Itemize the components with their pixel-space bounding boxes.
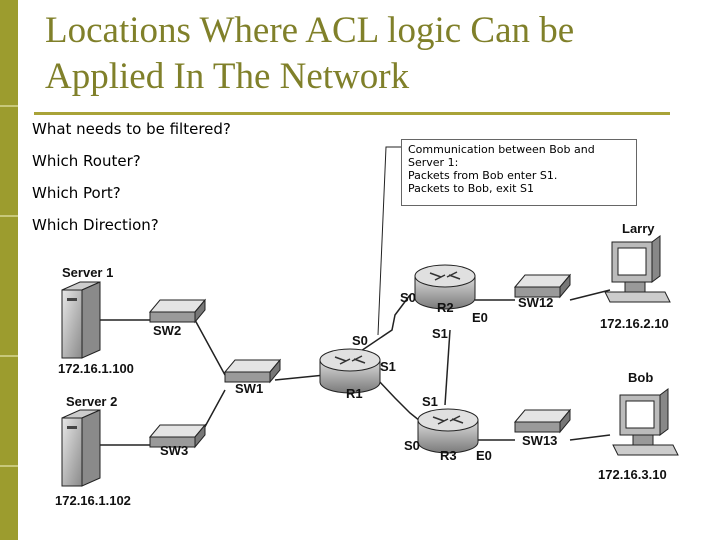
sw3-label: SW3 bbox=[160, 443, 188, 458]
title-line-2: Applied In The Network bbox=[45, 56, 410, 97]
switch-sw3 bbox=[148, 423, 207, 449]
r2-e0-label: E0 bbox=[472, 310, 488, 325]
title-line-1: Locations Where ACL logic Can be bbox=[45, 10, 575, 51]
server-2-label: Server 2 bbox=[66, 394, 117, 409]
callout-line-4: Packets to Bob, exit S1 bbox=[408, 182, 534, 195]
network-links bbox=[95, 289, 611, 446]
callout-line-1: Communication between Bob and bbox=[408, 143, 595, 156]
left-accent-bar bbox=[0, 0, 18, 540]
r2-label: R2 bbox=[437, 300, 454, 315]
title-underline bbox=[34, 112, 670, 115]
pc-larry bbox=[604, 235, 671, 303]
r3-s1-label: S1 bbox=[422, 394, 438, 409]
slide-title: Locations Where ACL logic Can be Applied… bbox=[45, 8, 685, 100]
switch-sw1 bbox=[223, 358, 282, 384]
pc-bob bbox=[612, 388, 679, 456]
r2-s0-label: S0 bbox=[400, 290, 416, 305]
server-1-ip: 172.16.1.100 bbox=[58, 361, 134, 376]
question-port: Which Port? bbox=[32, 184, 121, 202]
question-direction: Which Direction? bbox=[32, 216, 159, 234]
sw1-label: SW1 bbox=[235, 381, 263, 396]
switch-sw13 bbox=[513, 408, 572, 434]
callout-pointer bbox=[377, 146, 401, 336]
sw2-label: SW2 bbox=[153, 323, 181, 338]
switch-sw2 bbox=[148, 298, 207, 324]
server-2-ip: 172.16.1.102 bbox=[55, 493, 131, 508]
sw13-label: SW13 bbox=[522, 433, 557, 448]
r3-label: R3 bbox=[440, 448, 457, 463]
callout-line-2: Server 1: bbox=[408, 156, 459, 169]
r3-e0-label: E0 bbox=[476, 448, 492, 463]
server-1 bbox=[61, 281, 101, 359]
router-r2 bbox=[414, 264, 476, 310]
bob-label: Bob bbox=[628, 370, 653, 385]
router-r1 bbox=[319, 348, 381, 394]
question-filter: What needs to be filtered? bbox=[32, 120, 231, 138]
larry-label: Larry bbox=[622, 221, 655, 236]
r1-s0-label: S0 bbox=[352, 333, 368, 348]
bob-ip: 172.16.3.10 bbox=[598, 467, 667, 482]
callout-line-3: Packets from Bob enter S1. bbox=[408, 169, 558, 182]
router-r3 bbox=[417, 408, 479, 454]
server-2 bbox=[61, 409, 101, 487]
callout-box: Communication between Bob and Server 1: … bbox=[401, 139, 637, 206]
r1-label: R1 bbox=[346, 386, 363, 401]
sw12-label: SW12 bbox=[518, 295, 553, 310]
r1-s1-label: S1 bbox=[380, 359, 396, 374]
r2-s1-label: S1 bbox=[432, 326, 448, 341]
larry-ip: 172.16.2.10 bbox=[600, 316, 669, 331]
server-1-label: Server 1 bbox=[62, 265, 113, 280]
r3-s0-label: S0 bbox=[404, 438, 420, 453]
switch-sw12 bbox=[513, 273, 572, 299]
question-router: Which Router? bbox=[32, 152, 141, 170]
